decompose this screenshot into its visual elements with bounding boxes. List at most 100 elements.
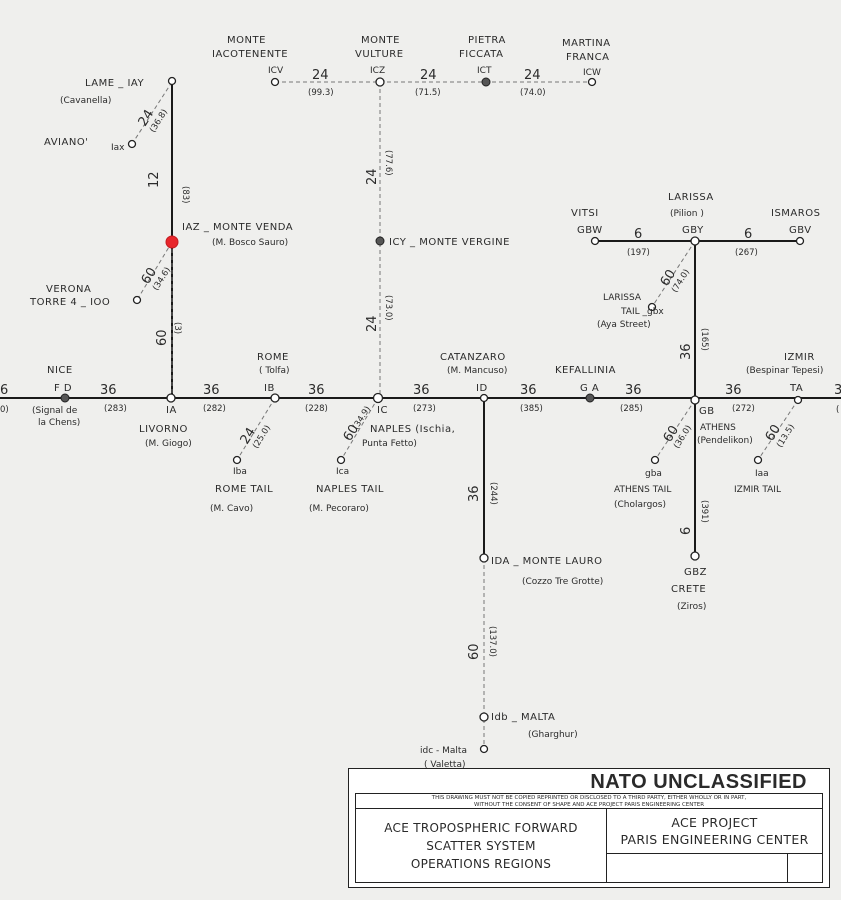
- label-izmir-tail-code: Iaa: [755, 469, 769, 479]
- drawing-title-line2: SCATTER SYSTEM: [426, 838, 536, 853]
- nodes: [60, 76, 805, 754]
- node-kefallinia[interactable]: [585, 393, 595, 403]
- dist-athens-crete: (391): [699, 500, 709, 523]
- cap-icz-icy: 24: [365, 168, 380, 185]
- label-pietra-ficcata-code: ICT: [477, 66, 492, 76]
- node-crete[interactable]: [690, 551, 700, 561]
- node-larissa[interactable]: [690, 236, 700, 246]
- label-nice-sub: (Signal de: [32, 406, 78, 416]
- node-athens-tail[interactable]: [650, 455, 660, 465]
- label-crete: CRETE: [671, 584, 706, 595]
- label-athens: ATHENS: [700, 423, 736, 433]
- dist-livorno-rome: (282): [203, 404, 226, 414]
- label-nice: NICE: [47, 365, 73, 376]
- link-venda-verona: [136, 241, 173, 301]
- node-malta-valetta[interactable]: [479, 744, 489, 754]
- node-naples-tail[interactable]: [336, 455, 346, 465]
- label-aviano-code: Iax: [111, 143, 125, 153]
- organization-line1: ACE PROJECT: [671, 815, 758, 830]
- node-monte-lauro[interactable]: [479, 553, 489, 563]
- label-athens-code: GB: [699, 406, 715, 417]
- node-athens[interactable]: [690, 395, 700, 405]
- dist-nice-livorno: (283): [104, 404, 127, 414]
- label-verona-2: TORRE 4 _ IOO: [29, 297, 110, 308]
- label-rome: ROME: [257, 352, 289, 363]
- link-lame-aviano: [131, 81, 173, 145]
- cap-rome-tail: 24: [238, 425, 259, 447]
- dist-athens-izmir: (272): [732, 404, 755, 414]
- node-monte-venda[interactable]: [165, 235, 179, 249]
- dist-larissa-athens: (165): [699, 328, 709, 351]
- node-lame[interactable]: [167, 76, 177, 86]
- node-monte-vergine[interactable]: [375, 236, 385, 246]
- label-monte-lauro: IDA _ MONTE LAURO: [491, 556, 603, 567]
- node-martina-franca[interactable]: [587, 77, 597, 87]
- revision-cell-1: [607, 854, 788, 882]
- dist-naples-catanzaro: (273): [413, 404, 436, 414]
- cap-athens-tail: 60: [661, 423, 682, 445]
- label-malta: Idb _ MALTA: [491, 712, 555, 723]
- label-crete-code: GBZ: [684, 567, 707, 578]
- label-martina-franca-code: ICW: [583, 68, 601, 78]
- node-catanzaro[interactable]: [479, 393, 489, 403]
- label-martina-franca-2: FRANCA: [566, 52, 609, 63]
- label-rome-tail-code: Iba: [233, 467, 247, 477]
- label-naples-tail: NAPLES TAIL: [316, 484, 384, 495]
- label-izmir-tail: IZMIR TAIL: [734, 485, 781, 495]
- node-nice[interactable]: [60, 393, 70, 403]
- revision-cells: [607, 854, 822, 882]
- dist-lame-venda: (83): [180, 186, 190, 203]
- label-malta-valetta-sub: ( Valetta): [424, 760, 465, 770]
- node-rome-tail[interactable]: [232, 455, 242, 465]
- edge-right-dist: (: [836, 405, 839, 415]
- label-naples-sub: Punta Fetto): [362, 439, 417, 449]
- label-rome-tail-sub: (M. Cavo): [210, 504, 253, 514]
- label-malta-valetta: idc - Malta: [420, 746, 467, 756]
- link-larissa-tail: [651, 240, 696, 308]
- node-pietra-ficcata[interactable]: [481, 77, 491, 87]
- cap-icy-naples: 24: [365, 315, 380, 332]
- cap-catanzaro-lauro: 36: [467, 485, 482, 502]
- node-monte-iacotenente[interactable]: [270, 77, 280, 87]
- node-livorno[interactable]: [166, 393, 176, 403]
- node-izmir-tail[interactable]: [753, 455, 763, 465]
- dist-icz-ict: (71.5): [415, 88, 441, 98]
- label-monte-venda-sub: (M. Bosco Sauro): [212, 238, 288, 248]
- dist-catanzaro-lauro: (244): [488, 482, 498, 505]
- label-rome-code: IB: [264, 383, 275, 394]
- cap-venda-livorno: 60: [155, 329, 170, 346]
- node-naples[interactable]: [372, 392, 384, 404]
- cap-icz-ict: 24: [420, 68, 437, 83]
- edge-right-cap: 3: [834, 383, 841, 398]
- label-nice-code: F D: [54, 383, 72, 394]
- label-catanzaro-sub: (M. Mancuso): [447, 366, 507, 376]
- cap-larissa-ismaros: 6: [744, 227, 752, 242]
- label-monte-vulture-2: VULTURE: [355, 49, 404, 60]
- node-vitsi[interactable]: [590, 236, 600, 246]
- label-catanzaro-code: ID: [476, 383, 488, 394]
- label-naples-tail-code: Ica: [336, 467, 349, 477]
- node-aviano[interactable]: [127, 139, 137, 149]
- cap-lame-venda: 12: [147, 171, 162, 188]
- label-pietra-ficcata: PIETRA: [468, 35, 506, 46]
- dist-catanzaro-kefallinia: (385): [520, 404, 543, 414]
- station-labels: LAME _ IAY (Cavanella) AVIANO' Iax IAZ _…: [29, 35, 823, 770]
- node-rome[interactable]: [270, 393, 280, 403]
- label-izmir-code: TA: [789, 383, 803, 394]
- node-monte-vulture[interactable]: [375, 77, 385, 87]
- node-izmir[interactable]: [793, 395, 803, 405]
- cap-venda-verona: 60: [139, 265, 160, 287]
- label-lame-sub: (Cavanella): [60, 96, 111, 106]
- label-pietra-ficcata-2: FICCATA: [459, 49, 503, 60]
- cap-athens-crete: 6: [679, 527, 694, 535]
- node-larissa-tail[interactable]: [647, 302, 657, 312]
- node-malta[interactable]: [479, 712, 489, 722]
- cap-kefallinia-athens: 36: [625, 383, 642, 398]
- label-monte-lauro-sub: (Cozzo Tre Grotte): [522, 577, 603, 587]
- dist-icy-naples: (73.0): [383, 295, 393, 321]
- node-verona[interactable]: [132, 295, 142, 305]
- label-kefallinia: KEFALLINIA: [555, 365, 616, 376]
- cap-larissa-athens: 36: [679, 343, 694, 360]
- node-ismaros[interactable]: [795, 236, 805, 246]
